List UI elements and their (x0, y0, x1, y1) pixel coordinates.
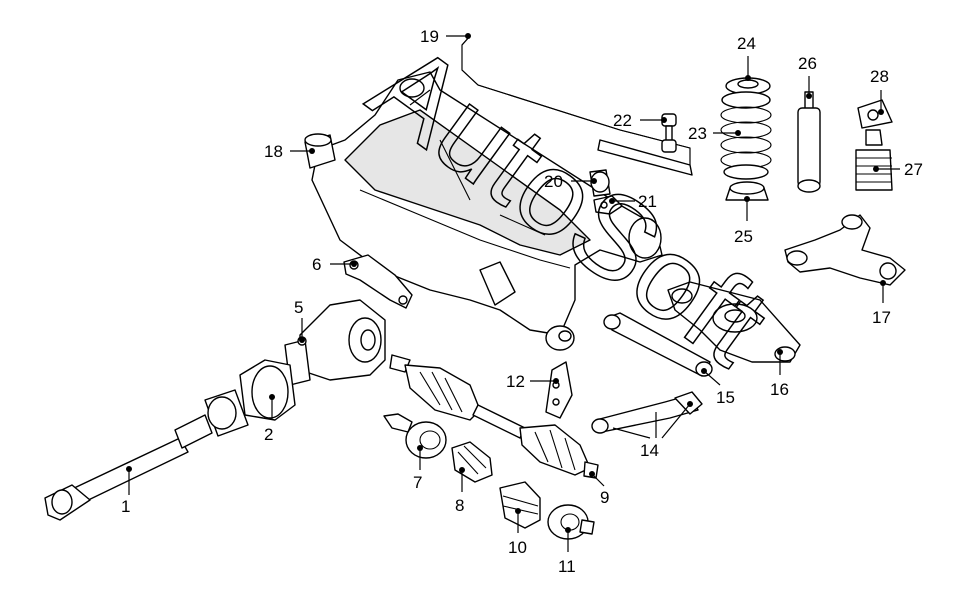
callout-8[interactable]: 8 (455, 467, 465, 515)
subframe-bushing[interactable] (304, 133, 336, 169)
callout-label: 12 (506, 372, 525, 391)
callout-5[interactable]: 5 (294, 298, 305, 343)
outer-cv-joint[interactable] (547, 504, 595, 540)
callout-25[interactable]: 25 (734, 196, 753, 246)
shock-top-mount[interactable] (857, 99, 893, 129)
callout-label: 25 (734, 227, 753, 246)
callout-label: 28 (870, 67, 889, 86)
stabilizer-bushing[interactable] (589, 169, 611, 197)
callout-label: 24 (737, 34, 756, 53)
link-bracket[interactable] (545, 361, 573, 419)
callout-label: 1 (121, 497, 130, 516)
callout-18[interactable]: 18 (264, 142, 315, 161)
dust-boot-bump-stop[interactable] (855, 129, 893, 191)
callout-14[interactable]: 14 (612, 401, 693, 460)
inner-cv-boot[interactable] (451, 441, 493, 483)
callout-26[interactable]: 26 (798, 54, 817, 99)
rear-subframe[interactable] (311, 71, 663, 351)
spring-lower-seat[interactable] (725, 181, 769, 201)
callout-7[interactable]: 7 (413, 445, 423, 492)
callout-label: 21 (638, 192, 657, 211)
callout-label: 8 (455, 496, 464, 515)
callout-16[interactable]: 16 (770, 349, 789, 399)
callout-label: 23 (688, 124, 707, 143)
callout-label: 14 (640, 441, 659, 460)
inner-cv-joint[interactable] (383, 413, 447, 459)
callout-21[interactable]: 21 (609, 192, 657, 211)
callout-12[interactable]: 12 (506, 372, 559, 391)
callout-6[interactable]: 6 (312, 255, 357, 274)
callout-23[interactable]: 23 (688, 124, 741, 143)
callout-label: 20 (544, 172, 563, 191)
callout-10[interactable]: 10 (508, 508, 527, 557)
callout-15[interactable]: 15 (701, 368, 735, 407)
callout-27[interactable]: 27 (873, 160, 923, 179)
callout-label: 17 (872, 308, 891, 327)
callout-22[interactable]: 22 (613, 111, 667, 130)
callout-label: 16 (770, 380, 789, 399)
callout-label: 7 (413, 473, 422, 492)
callout-label: 26 (798, 54, 817, 73)
callout-9[interactable]: 9 (589, 471, 609, 507)
callout-label: 5 (294, 298, 303, 317)
lower-control-arm[interactable] (667, 281, 801, 363)
callout-17[interactable]: 17 (872, 280, 891, 327)
callout-19[interactable]: 19 (420, 27, 471, 46)
callout-label: 9 (600, 488, 609, 507)
shock-absorber[interactable] (797, 91, 821, 193)
callout-label: 6 (312, 255, 321, 274)
callout-20[interactable]: 20 (544, 172, 597, 191)
stabilizer-link[interactable] (661, 113, 677, 153)
upper-control-arm[interactable] (784, 214, 906, 286)
callout-label: 2 (264, 425, 273, 444)
outer-cv-boot[interactable] (499, 481, 541, 529)
callout-28[interactable]: 28 (870, 67, 889, 115)
stabilizer-bar[interactable] (461, 35, 693, 176)
callout-24[interactable]: 24 (737, 34, 756, 81)
callout-2[interactable]: 2 (264, 394, 275, 444)
callout-label: 11 (558, 557, 576, 576)
coil-spring[interactable] (720, 91, 772, 180)
toe-link[interactable] (591, 391, 703, 434)
callout-label: 27 (904, 160, 923, 179)
callout-label: 18 (264, 142, 283, 161)
callout-11[interactable]: 11 (558, 527, 576, 576)
callout-label: 19 (420, 27, 439, 46)
callout-label: 15 (716, 388, 735, 407)
propshaft-coupling[interactable] (204, 359, 296, 437)
callout-label: 22 (613, 111, 632, 130)
callout-1[interactable]: 1 (121, 466, 132, 516)
callout-label: 10 (508, 538, 527, 557)
